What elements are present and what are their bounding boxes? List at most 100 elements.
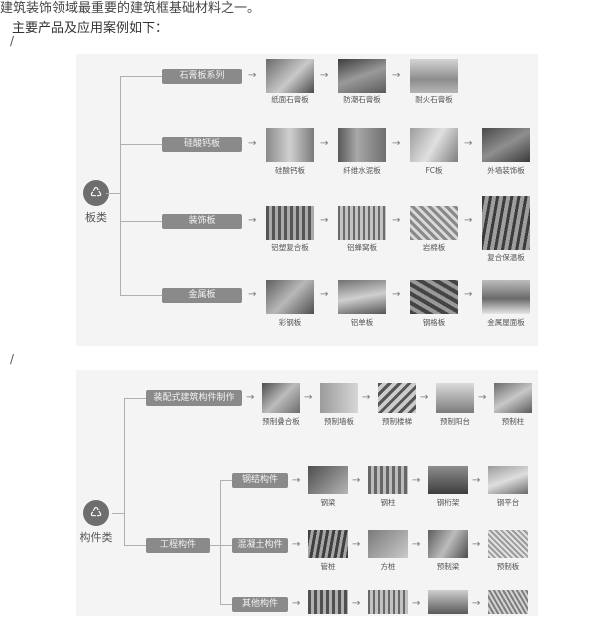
category-button[interactable]: 金属板	[162, 288, 242, 303]
product-photo	[488, 466, 528, 494]
product-caption: 方桩	[380, 562, 396, 571]
arrow-right-icon: →	[352, 598, 361, 609]
recycle-icon: ♺	[83, 500, 109, 526]
product-caption: 金属屋面板	[487, 318, 525, 327]
product-caption: 钢柱	[380, 498, 396, 507]
arrow-right-icon: →	[464, 215, 473, 226]
product-caption: 硅酸钙板	[275, 166, 305, 175]
product-caption: 预制楼梯	[382, 417, 412, 426]
header-top-line: 建筑装饰领域最重要的建筑框基础材料之一。	[0, 1, 261, 16]
product-photo	[308, 466, 348, 494]
category-button[interactable]: 装配式建筑构件制作	[146, 390, 242, 406]
product-photo	[368, 466, 408, 494]
product-photo	[494, 383, 532, 413]
product-photo	[262, 383, 300, 413]
product-photo	[338, 206, 386, 240]
product-caption: FC板	[425, 166, 443, 175]
product-caption: 预制叠合板	[262, 417, 300, 426]
product-photo	[320, 383, 358, 413]
subcategory-button[interactable]: 混凝土构件	[232, 538, 288, 553]
category-button[interactable]: 装饰板	[162, 214, 242, 229]
panel-component-products: ♺ 构件类 装配式建筑构件制作 → → → → → 预制叠合板 预制墙板 预制楼…	[76, 370, 538, 616]
product-photo	[428, 466, 468, 494]
product-photo	[378, 383, 416, 413]
product-caption: 纸面石膏板	[271, 95, 309, 104]
product-photo	[428, 590, 468, 614]
arrow-right-icon: →	[412, 598, 421, 609]
product-photo	[488, 530, 528, 558]
arrow-right-icon: →	[320, 289, 329, 300]
product-caption: 彩钢板	[278, 318, 302, 327]
product-caption: 外墙装饰板	[487, 166, 525, 175]
arrow-right-icon: →	[248, 138, 257, 149]
category-button[interactable]: 石膏板系列	[162, 69, 242, 84]
subcategory-button[interactable]: 钢结构件	[232, 473, 288, 488]
product-caption: 预制阳台	[440, 417, 470, 426]
arrow-right-icon: →	[392, 138, 401, 149]
product-caption: 钢桁架	[436, 498, 460, 507]
product-caption: 铝塑复合板	[271, 243, 309, 252]
arrow-right-icon: →	[248, 215, 257, 226]
product-caption: 钢格板	[422, 318, 446, 327]
arrow-right-icon: →	[392, 215, 401, 226]
connector-line	[220, 480, 221, 604]
arrow-right-icon: →	[412, 475, 421, 486]
panel2-root-label: 构件类	[79, 531, 113, 544]
arrow-right-icon: →	[472, 598, 481, 609]
arrow-right-icon: →	[246, 392, 255, 403]
product-photo	[410, 206, 458, 240]
arrow-right-icon: →	[352, 475, 361, 486]
product-photo	[410, 128, 458, 162]
product-photo	[308, 590, 348, 614]
product-photo	[308, 530, 348, 558]
arrow-right-icon: →	[420, 392, 429, 403]
product-photo	[266, 206, 314, 240]
product-photo	[266, 59, 314, 93]
subcategory-button[interactable]: 其他构件	[232, 597, 288, 612]
connector-line	[120, 295, 162, 296]
arrow-right-icon: →	[304, 392, 313, 403]
product-caption: 预制梁	[436, 562, 460, 571]
arrow-right-icon: →	[320, 138, 329, 149]
panel1-root: ♺ 板类	[80, 180, 112, 225]
connector-line	[124, 545, 146, 546]
product-photo	[338, 59, 386, 93]
connector-line	[120, 144, 162, 145]
connector-line	[106, 193, 120, 194]
product-caption: 防潮石膏板	[343, 95, 381, 104]
product-photo	[482, 128, 530, 162]
connector-line	[120, 76, 162, 77]
connector-line	[220, 604, 232, 605]
connector-line	[220, 480, 232, 481]
category-button[interactable]: 硅酸钙板	[162, 137, 242, 152]
product-photo	[266, 128, 314, 162]
slash-separator-2: /	[10, 352, 15, 366]
product-caption: 预制墙板	[324, 417, 354, 426]
arrow-right-icon: →	[362, 392, 371, 403]
product-photo	[482, 280, 530, 314]
arrow-right-icon: →	[464, 289, 473, 300]
connector-line	[124, 398, 125, 545]
product-caption: 钢平台	[496, 498, 520, 507]
product-caption: 复合保温板	[487, 253, 525, 262]
connector-line	[210, 545, 220, 546]
panel-board-products: ♺ 板类 石膏板系列 硅酸钙板 装饰板 金属板 → → → 纸面石膏板 防潮石膏…	[76, 54, 538, 346]
connector-line	[120, 221, 162, 222]
arrow-right-icon: →	[320, 70, 329, 81]
arrow-right-icon: →	[320, 215, 329, 226]
arrow-right-icon: →	[352, 539, 361, 550]
product-photo	[410, 280, 458, 314]
slash-separator-1: /	[10, 34, 15, 48]
connector-line	[112, 513, 124, 514]
arrow-right-icon: →	[478, 392, 487, 403]
product-photo	[368, 530, 408, 558]
product-photo	[428, 530, 468, 558]
arrow-right-icon: →	[248, 289, 257, 300]
connector-line	[124, 398, 146, 399]
category-button[interactable]: 工程构件	[146, 538, 210, 553]
arrow-right-icon: →	[472, 539, 481, 550]
product-caption: 耐火石膏板	[415, 95, 453, 104]
product-caption: 预制柱	[501, 417, 525, 426]
product-caption: 钢梁	[320, 498, 336, 507]
arrow-right-icon: →	[292, 539, 301, 550]
